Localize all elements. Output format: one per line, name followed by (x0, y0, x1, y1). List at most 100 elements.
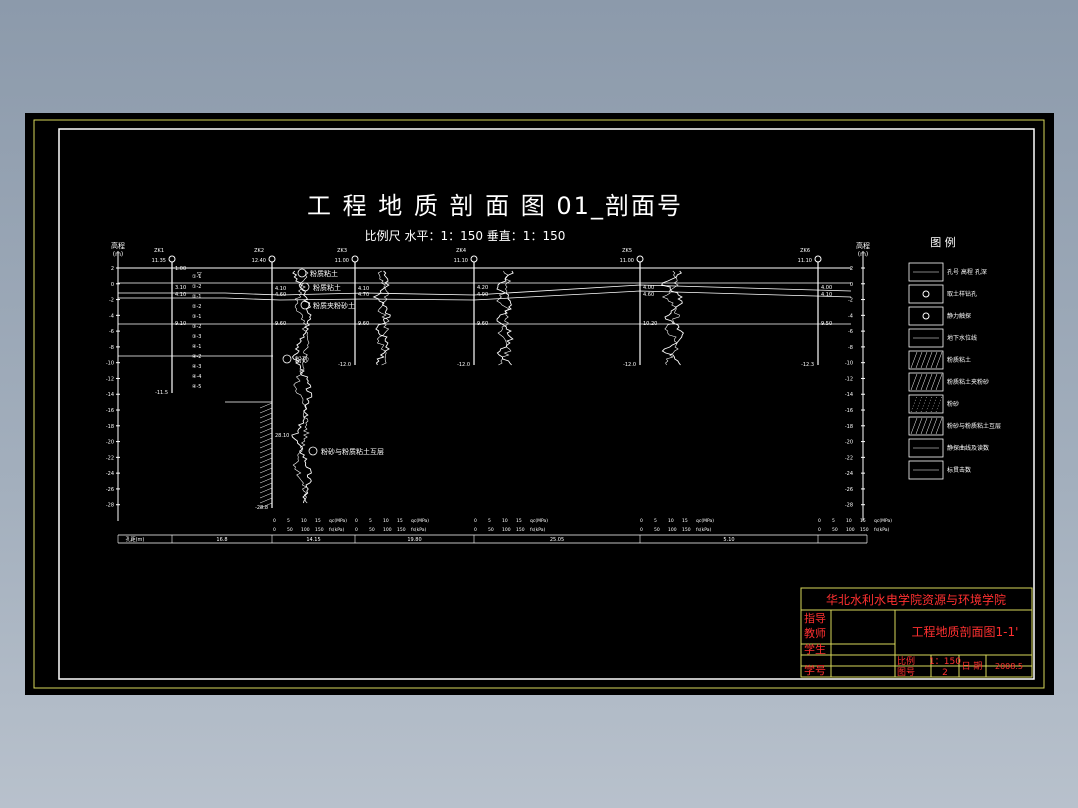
legend-hatch (930, 351, 938, 369)
cpt-scale-fs: 0 (474, 527, 477, 533)
soil-name: 粉质粘土 (310, 269, 338, 278)
borehole-head-circle (351, 255, 359, 263)
title-block-frame (800, 587, 1033, 678)
depth-tick-label: -22 (106, 455, 114, 461)
legend-swatch (908, 262, 944, 282)
outer-border (33, 119, 1045, 689)
cpt-scale-qc: 10 (846, 518, 852, 524)
cpt-scale-qc: qc(MPa) (329, 518, 347, 524)
legend-label: 粉砂与粉质粘土互层 (947, 422, 1001, 430)
layer-depth-label: 4.70 (358, 292, 369, 298)
cpt-scale-qc: 10 (502, 518, 508, 524)
borehole-bottom-elev: -12.0 (457, 362, 470, 368)
hatch-line (259, 502, 273, 509)
depth-tick-label: -4 (848, 313, 853, 319)
cpt-scale-fs: 150 (682, 527, 691, 533)
depth-tick-label: -18 (106, 424, 114, 430)
soil-number-circle (282, 354, 292, 364)
cpt-scale-qc: 0 (640, 518, 643, 524)
boreholes: ZK111.35-11.51.003.104.109.10①-1①-2②-1②-… (152, 248, 832, 511)
depth-tick-label: 0 (850, 282, 853, 288)
depth-tick-label: -28 (106, 503, 114, 509)
strata-lines: ▽ (118, 267, 852, 357)
cpt-scale-qc: 5 (287, 518, 290, 524)
legend-swatch (908, 416, 944, 436)
borehole-top-elev: 11.10 (454, 258, 468, 264)
drawing-name: 工程地质剖面图1-1' (912, 624, 1019, 639)
legend-hatch (915, 417, 923, 435)
borehole-top-elev: 11.10 (798, 258, 812, 264)
cpt-scale-fs: 100 (846, 527, 855, 533)
spacing-cell: 19.80 (407, 537, 421, 543)
water-level-mark: ▽ (197, 271, 202, 278)
cpt-scale-fs: 0 (273, 527, 276, 533)
cpt-scale-fs: fs(kPa) (329, 527, 345, 533)
legend-label: 地下水位线 (947, 334, 977, 342)
cpt-scale-qc: 10 (668, 518, 674, 524)
legend-label: 粉砂 (947, 400, 959, 408)
legend-label: 标贯击数 (947, 466, 971, 474)
layer-depth-label: 4.10 (275, 286, 286, 292)
legend-label: 粉质粘土夹粉砂 (947, 378, 989, 386)
depth-axis-unit: (m) (113, 251, 124, 258)
hatch-line (259, 467, 273, 474)
cpt-scale-fs: 100 (668, 527, 677, 533)
sample-number: ①-1 (192, 274, 201, 280)
legend-hatch (935, 373, 943, 391)
legend-hatch (930, 373, 938, 391)
spacing-cell: 5.10 (723, 537, 734, 543)
cpt-scale-qc: 0 (355, 518, 358, 524)
cpt-scale-fs: 100 (383, 527, 392, 533)
cpt-curve-secondary (376, 270, 390, 366)
cpt-curve (291, 270, 313, 504)
borehole-id: ZK5 (622, 248, 632, 254)
legend-hatch (910, 373, 918, 391)
cpt-curves (291, 270, 684, 504)
layer-depth-label: 3.10 (175, 285, 186, 291)
depth-tick-label: -22 (845, 455, 853, 461)
depth-tick-label: -14 (845, 392, 853, 398)
cpt-scale-fs: 50 (654, 527, 660, 533)
depth-tick-label: -24 (106, 471, 114, 477)
depth-axis-label: 高程 (856, 241, 870, 250)
legend-hatch (925, 351, 933, 369)
hatch-line (259, 497, 273, 504)
legend-hatch (910, 417, 918, 435)
hatch-line (259, 442, 273, 449)
drawing-title: 工 程 地 质 剖 面 图 01_剖面号 (307, 192, 683, 220)
cpt-curve (496, 270, 514, 366)
cpt-scale-fs: 100 (502, 527, 511, 533)
sample-number: ③-2 (192, 324, 201, 330)
layer-depth-label: 4.20 (477, 285, 488, 291)
hatch-line (259, 477, 273, 484)
cpt-scale-fs: 50 (287, 527, 293, 533)
legend-swatch (908, 306, 944, 326)
cpt-scale-qc: 15 (682, 518, 688, 524)
borehole-bottom-elev: -28.8 (255, 505, 268, 511)
title-block: 华北水利水电学院资源与环境学院 指导 教师 学生 学号 工程地质剖面图1-1' … (800, 587, 1033, 678)
depth-tick-label: 2 (850, 266, 853, 272)
cpt-scale-fs: 150 (516, 527, 525, 533)
legend-swatch (908, 394, 944, 414)
depth-tick-label: -4 (109, 313, 114, 319)
depth-tick-label: -16 (845, 408, 853, 414)
legend-hatch (920, 395, 928, 413)
spacing-cell: 16.8 (216, 537, 227, 543)
depth-tick-label: -6 (848, 329, 853, 335)
hatch-line (259, 407, 273, 414)
borehole-top-elev: 12.40 (252, 258, 266, 264)
layer-depth-label: 4.10 (821, 292, 832, 298)
sample-number: ④-2 (192, 354, 201, 360)
borehole-top-elev: 11.00 (335, 258, 349, 264)
tb-scale-value: 1：150 (929, 657, 961, 667)
legend-hatch (910, 351, 918, 369)
legend-hatch (930, 417, 938, 435)
layer-depth-label: 4.00 (643, 285, 654, 291)
tb-date-label: 日 期 (962, 661, 983, 672)
borehole-id: ZK1 (154, 248, 164, 254)
tb-label-teacher: 教师 (804, 627, 826, 640)
legend-label: 孔号 高程 孔深 (947, 268, 987, 276)
borehole-head-circle (636, 255, 644, 263)
deep-stratum-hatch (259, 402, 273, 509)
